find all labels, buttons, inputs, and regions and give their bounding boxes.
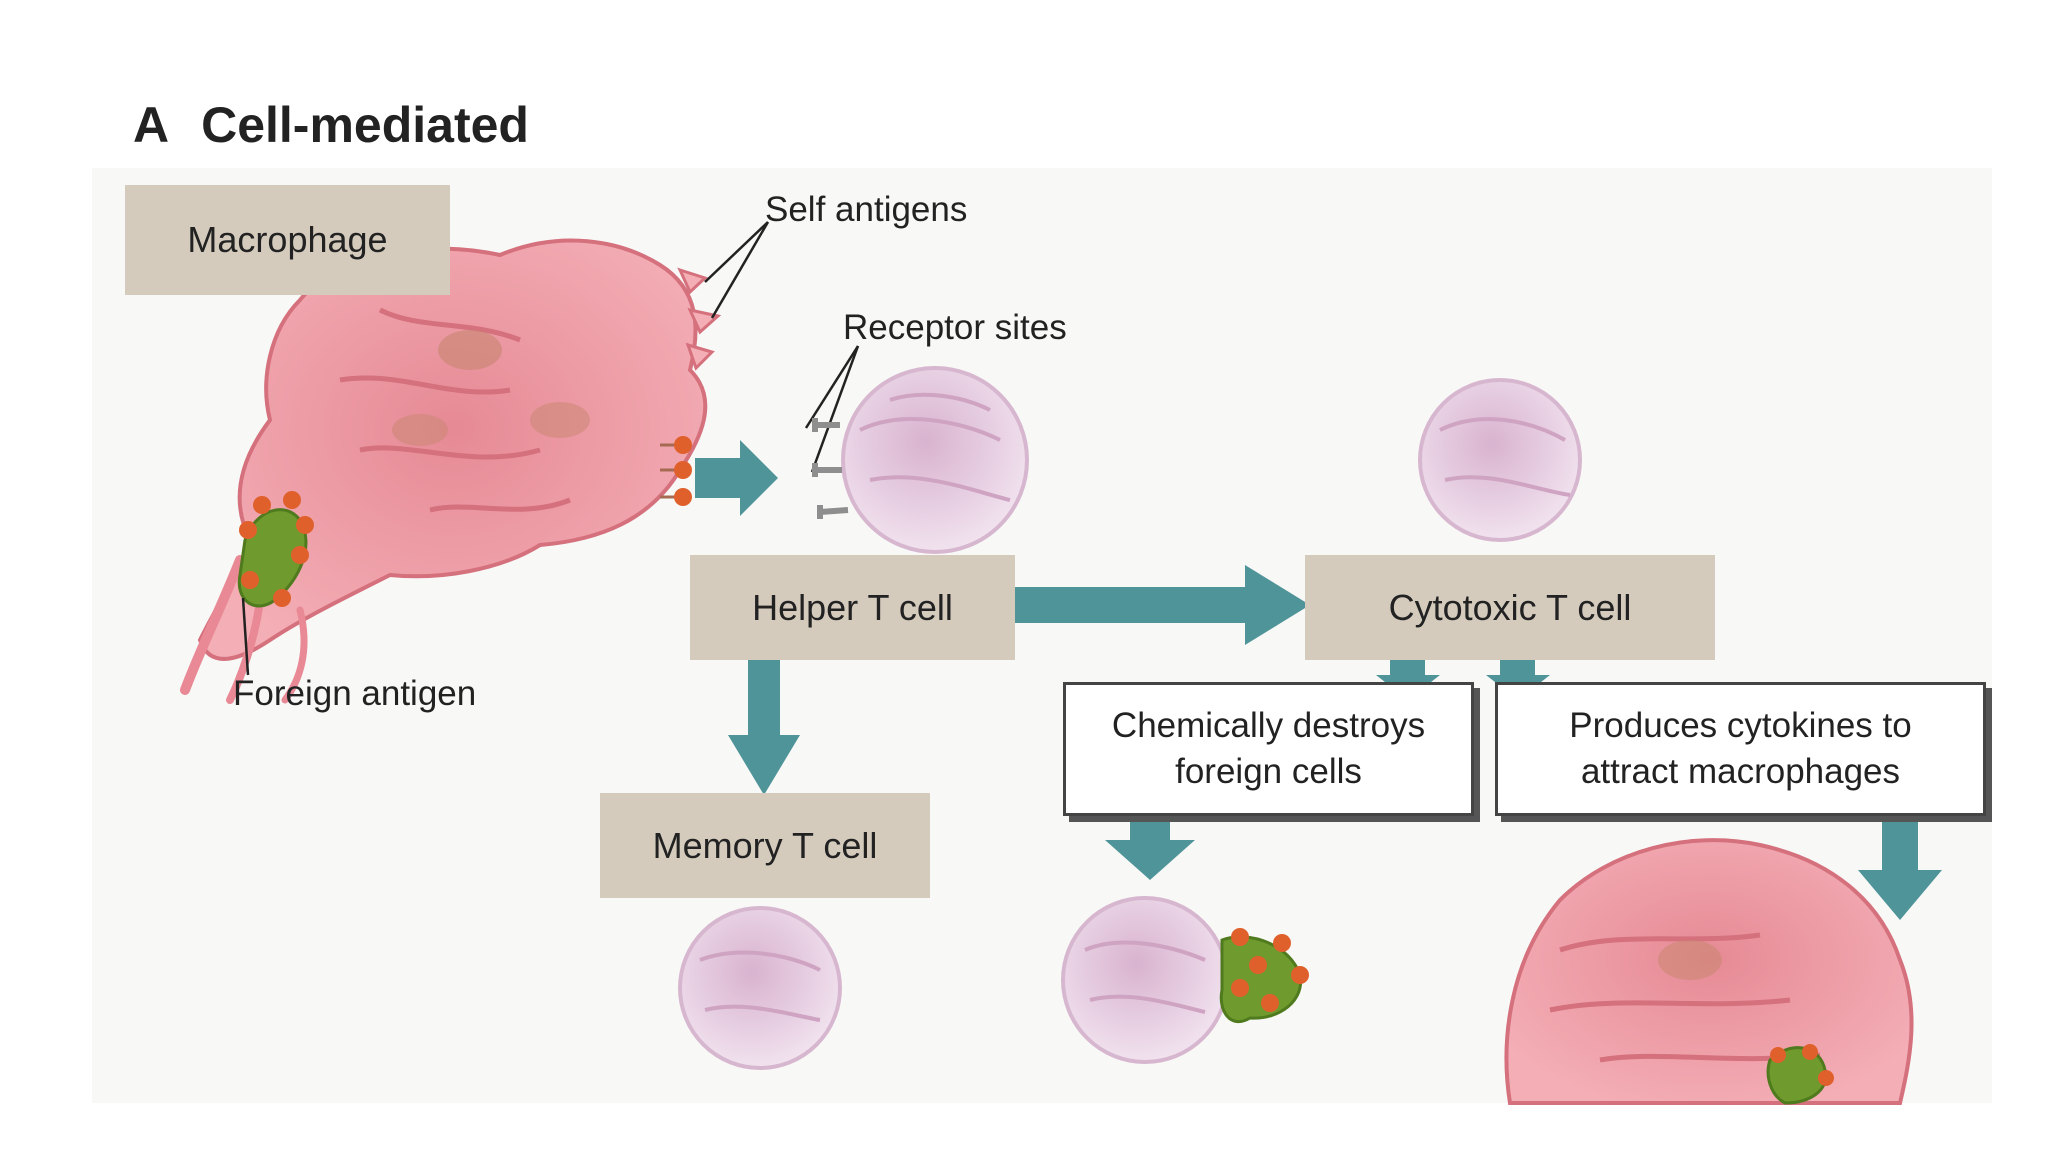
foreign-antigen-annotation: Foreign antigen xyxy=(233,674,477,713)
self-antigen-spike xyxy=(687,307,722,335)
cytotoxic-t-cell-label-text: Cytotoxic T cell xyxy=(1388,586,1632,628)
cytotoxic-t-cell-label: Cytotoxic T cell xyxy=(1305,555,1715,660)
memory-t-cell-label-text: Memory T cell xyxy=(652,824,878,866)
presented-antigen xyxy=(674,461,692,479)
arrow-cytotoxic-to-cytokines xyxy=(1486,658,1550,700)
receptor-site xyxy=(812,463,842,477)
panel-heading: Cell-mediated xyxy=(201,97,529,153)
receptor-sites-leader xyxy=(810,345,860,473)
self-antigens-leader xyxy=(704,221,769,283)
self-antigen-spike xyxy=(685,342,715,371)
panel-title: A Cell-mediated xyxy=(133,96,529,154)
destroys-callout-line1: Chemically destroys xyxy=(1111,706,1426,745)
macrophage-cell xyxy=(180,238,722,704)
presented-antigen xyxy=(674,436,692,454)
cytokines-callout-line1: Produces cytokines to xyxy=(1569,706,1912,745)
helper-t-cell-label: Helper T cell xyxy=(690,555,1015,660)
macrophage-label-text: Macrophage xyxy=(187,219,388,260)
self-antigens-annotation: Self antigens xyxy=(765,190,968,229)
foreign-cell xyxy=(1219,935,1303,1024)
arrow-helper-to-memory xyxy=(728,658,800,795)
flow-arrows xyxy=(695,440,1942,920)
memory-t-cell xyxy=(678,906,842,1070)
self-antigen-spike xyxy=(677,267,708,295)
receptor-site xyxy=(817,505,849,519)
receptor-sites-leader xyxy=(804,345,860,429)
arrow-cytokines-to-macrophage xyxy=(1858,810,1942,920)
arrow-cytotoxic-to-destroys xyxy=(1376,658,1440,700)
macrophage-label: Macrophage xyxy=(125,185,450,295)
attacking-t-cell xyxy=(1061,896,1309,1064)
cytokines-callout-line2: attract macrophages xyxy=(1580,752,1901,791)
presented-antigen xyxy=(674,488,692,506)
self-antigens-leader xyxy=(710,221,770,319)
cytokines-callout: Produces cytokines to attract macrophage… xyxy=(1495,682,1986,816)
arrow-destroys-to-cell xyxy=(1105,810,1195,880)
destroys-callout-line2: foreign cells xyxy=(1175,752,1362,791)
attracted-macrophage xyxy=(1504,838,1914,1105)
arrow-macrophage-to-helper xyxy=(695,440,778,516)
arrow-helper-to-cytotoxic xyxy=(1010,565,1310,645)
cytotoxic-t-cell xyxy=(1418,378,1582,542)
helper-t-cell-label-text: Helper T cell xyxy=(752,586,953,628)
memory-t-cell-label: Memory T cell xyxy=(600,793,930,898)
panel-letter: A xyxy=(133,97,170,153)
foreign-antigen-leader xyxy=(241,597,250,676)
destroys-callout: Chemically destroys foreign cells xyxy=(1063,682,1474,816)
receptor-site xyxy=(812,418,840,432)
annotation-leader-lines xyxy=(241,221,860,676)
helper-t-cell xyxy=(812,366,1029,554)
receptor-sites-annotation: Receptor sites xyxy=(843,308,1067,347)
